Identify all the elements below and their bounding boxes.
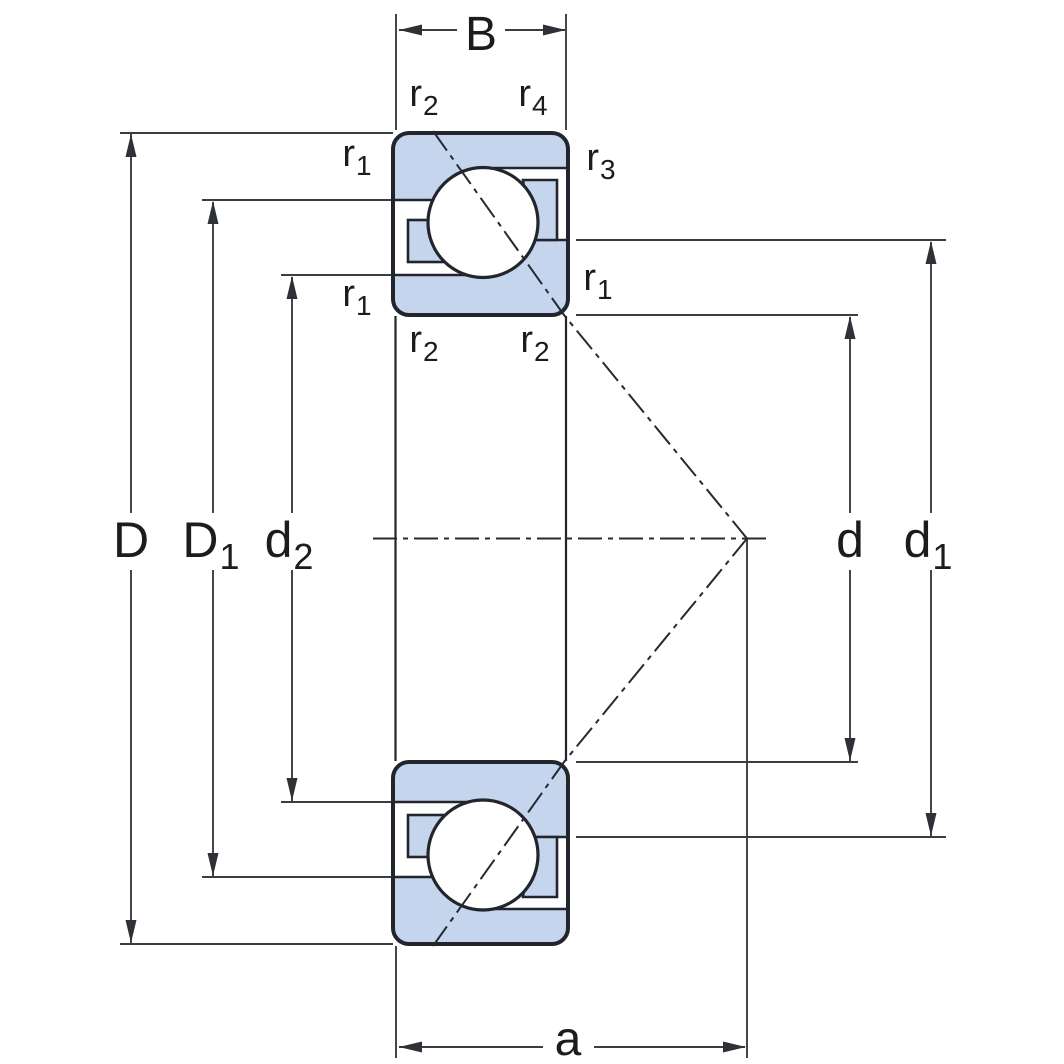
dimension-lines: [130, 29, 932, 1048]
label-r1-lower-left: r1: [342, 273, 371, 321]
label-d1: d1: [904, 512, 953, 577]
bottom-ring-outline: [391, 760, 570, 946]
label-B: B: [465, 8, 497, 61]
top-bearing-section: [391, 131, 570, 317]
contact-angle-line-top: [432, 130, 748, 540]
labels: B a D D1 d2 d d1 r2 r4 r1 r3 r1 r1 r2 r2: [113, 8, 952, 1064]
d-arrow-down: [844, 738, 856, 761]
D1-arrow-down: [207, 853, 219, 876]
label-r2-bottom-left: r2: [409, 319, 438, 367]
a-arrow-right: [723, 1041, 746, 1053]
d1-arrow-down: [925, 813, 937, 836]
label-a: a: [555, 1013, 582, 1064]
label-r1-upper-left: r1: [342, 133, 371, 181]
dimension-arrows: [125, 24, 937, 1053]
d1-arrow-up: [925, 241, 937, 264]
label-r1-lower-right: r1: [583, 257, 612, 305]
b-arrow-left: [399, 24, 422, 36]
d2-arrow-up: [286, 276, 298, 299]
centerlines: [373, 130, 772, 947]
top-ring-outline: [391, 131, 570, 317]
label-d2: d2: [265, 512, 314, 577]
label-D: D: [113, 512, 149, 568]
bottom-bearing-section: [391, 760, 570, 946]
label-r2-bottom-right: r2: [520, 319, 549, 367]
d2-arrow-down: [286, 778, 298, 801]
top-ball: [426, 165, 540, 280]
extension-lines: [120, 14, 946, 1058]
label-r2-top-left: r2: [409, 73, 438, 121]
label-D1: D1: [182, 512, 239, 577]
bottom-ball: [426, 798, 540, 912]
a-arrow-left: [399, 1041, 422, 1053]
D-arrow-down: [125, 920, 137, 943]
contact-angle-line-bottom: [432, 537, 748, 947]
b-arrow-right: [543, 24, 566, 36]
D-arrow-up: [125, 134, 137, 157]
label-d: d: [836, 512, 864, 568]
d-arrow-up: [844, 316, 856, 339]
D1-arrow-up: [207, 201, 219, 224]
label-r4-top-right: r4: [518, 73, 547, 121]
label-r3-upper-right: r3: [586, 137, 615, 185]
